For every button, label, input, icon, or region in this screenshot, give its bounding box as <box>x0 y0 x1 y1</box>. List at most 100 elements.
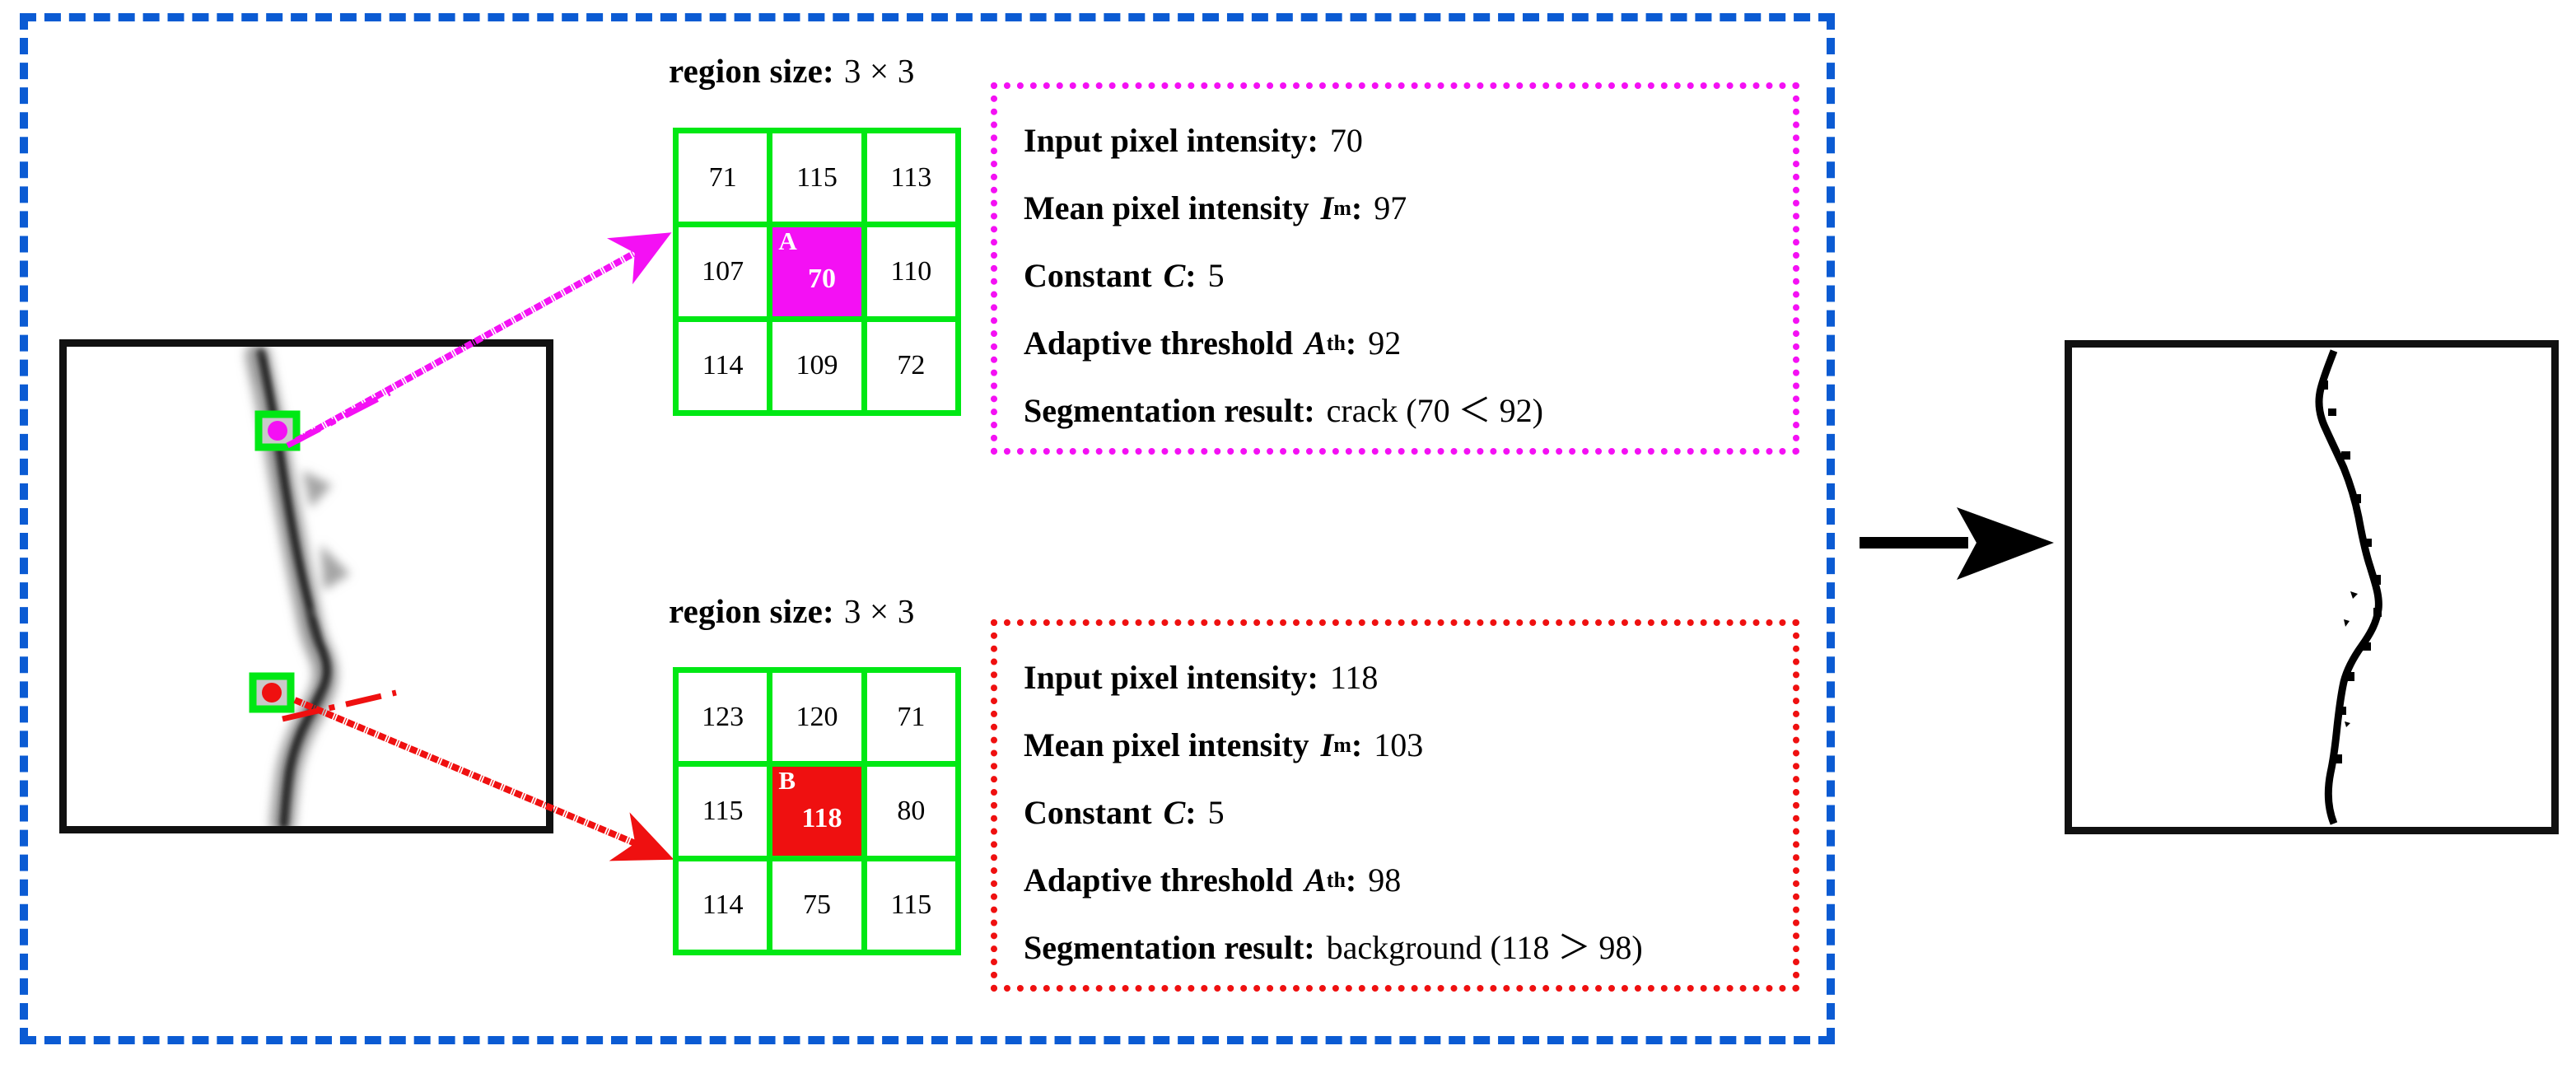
info-colon: : <box>1185 794 1197 831</box>
pixel-cell-center-a: A 70 <box>772 226 861 316</box>
pixel-value: 115 <box>796 161 838 193</box>
info-label: Segmentation result: <box>1024 929 1315 966</box>
info-value: 98 <box>1368 861 1402 899</box>
pixel-cell: 71 <box>679 133 768 222</box>
region-size-label-a: region size: <box>669 52 834 90</box>
pixel-value: 114 <box>702 350 744 381</box>
info-value: 70 <box>1329 122 1363 159</box>
output-image-canvas <box>2072 348 2551 827</box>
info-line-input-a: Input pixel intensity: 70 <box>1024 107 1768 175</box>
pixel-cell: 120 <box>772 673 861 762</box>
region-size-label-b: region size: <box>669 592 834 630</box>
pixel-marker-label-a: A <box>778 226 797 256</box>
pixel-marker-label-b: B <box>778 766 796 796</box>
info-value: 5 <box>1207 257 1225 294</box>
info-symbol-subscript: th <box>1326 868 1346 892</box>
info-symbol: A <box>1304 324 1327 362</box>
info-symbol: I <box>1320 726 1334 763</box>
pixel-value: 110 <box>890 255 932 287</box>
info-label: Mean pixel intensity <box>1024 189 1309 226</box>
pixel-grid-a: 71 115 113 107 A 70 110 114 109 72 <box>673 128 961 416</box>
info-line-constant-b: Constant C: 5 <box>1024 779 1768 847</box>
pixel-value: 72 <box>897 350 926 381</box>
info-colon: : <box>1185 257 1197 294</box>
info-colon: : <box>1345 324 1357 362</box>
info-line-input-b: Input pixel intensity: 118 <box>1024 644 1768 712</box>
pixel-value: 75 <box>802 889 831 921</box>
pixel-value: 115 <box>702 795 744 826</box>
region-size-caption-b: region size:3 × 3 <box>669 591 915 631</box>
info-box-a: Input pixel intensity: 70 Mean pixel int… <box>991 82 1799 455</box>
pixel-cell: 72 <box>866 321 955 410</box>
info-label: Input pixel intensity: <box>1024 659 1318 696</box>
info-colon: : <box>1351 726 1363 763</box>
pixel-value: 80 <box>897 795 926 826</box>
pixel-value: 107 <box>702 255 744 287</box>
info-symbol: I <box>1320 189 1334 226</box>
right-arrow-icon <box>1860 494 2054 593</box>
info-symbol: C <box>1163 794 1186 831</box>
pixel-cell: 80 <box>866 767 955 856</box>
pixel-cell: 115 <box>679 767 768 856</box>
info-value: 97 <box>1374 189 1407 226</box>
process-group-frame <box>20 13 1835 1044</box>
segmented-output-image <box>2065 340 2559 834</box>
pixel-cell-center-b: B 118 <box>772 766 861 856</box>
info-label: Adaptive threshold <box>1024 324 1294 362</box>
info-line-constant-a: Constant C: 5 <box>1024 242 1768 310</box>
segmented-crack-path <box>2315 349 2382 825</box>
pixel-cell: 115 <box>866 861 955 950</box>
pixel-cell: 113 <box>866 133 955 222</box>
pixel-value: 113 <box>890 161 932 193</box>
pixel-cell: 107 <box>679 227 768 316</box>
info-colon: : <box>1345 861 1357 899</box>
info-symbol: C <box>1163 257 1186 294</box>
pixel-cell: 115 <box>772 133 861 222</box>
info-box-b: Input pixel intensity: 118 Mean pixel in… <box>991 619 1799 992</box>
pixel-value: 115 <box>890 889 932 921</box>
pixel-cell: 114 <box>679 321 768 410</box>
pixel-value: 109 <box>796 350 838 381</box>
info-label: Constant <box>1024 257 1152 294</box>
region-size-value-b: 3 × 3 <box>843 592 915 630</box>
info-value: background (118 ＞ 98) <box>1326 929 1643 966</box>
pixel-grid-b: 123 120 71 115 B 118 80 114 75 115 <box>673 667 961 955</box>
info-symbol-subscript: m <box>1333 733 1351 757</box>
pixel-value: 71 <box>708 161 737 193</box>
info-line-result-b: Segmentation result: background (118 ＞ 9… <box>1024 914 1768 982</box>
source-crack-image <box>59 339 553 833</box>
info-label: Constant <box>1024 794 1152 831</box>
pixel-value: 120 <box>796 701 838 732</box>
info-line-result-a: Segmentation result: crack (70 ＜ 92) <box>1024 377 1768 445</box>
info-value: 92 <box>1368 324 1402 362</box>
pixel-cell: 110 <box>866 227 955 316</box>
pixel-value: 123 <box>702 701 744 732</box>
pixel-value: 114 <box>702 889 744 921</box>
pixel-cell: 114 <box>679 861 768 950</box>
info-colon: : <box>1351 189 1363 226</box>
info-label: Segmentation result: <box>1024 392 1315 429</box>
info-symbol-subscript: th <box>1326 331 1346 355</box>
pixel-cell: 71 <box>866 673 955 762</box>
info-value: 103 <box>1374 726 1424 763</box>
pixel-cell: 123 <box>679 673 768 762</box>
info-label: Mean pixel intensity <box>1024 726 1309 763</box>
info-value: crack (70 ＜ 92) <box>1326 392 1543 429</box>
region-size-value-a: 3 × 3 <box>843 52 915 90</box>
region-size-caption-a: region size:3 × 3 <box>669 51 915 91</box>
pixel-cell: 109 <box>772 321 861 410</box>
source-image-canvas <box>67 347 546 826</box>
info-symbol: A <box>1304 861 1327 899</box>
pixel-value: 70 <box>807 263 836 294</box>
info-value: 118 <box>1329 659 1379 696</box>
info-value: 5 <box>1207 794 1225 831</box>
info-symbol-subscript: m <box>1333 196 1351 220</box>
pixel-value: 71 <box>897 701 926 732</box>
pixel-cell: 75 <box>772 861 861 950</box>
sample-point-b-marker <box>249 672 295 713</box>
info-label: Input pixel intensity: <box>1024 122 1318 159</box>
